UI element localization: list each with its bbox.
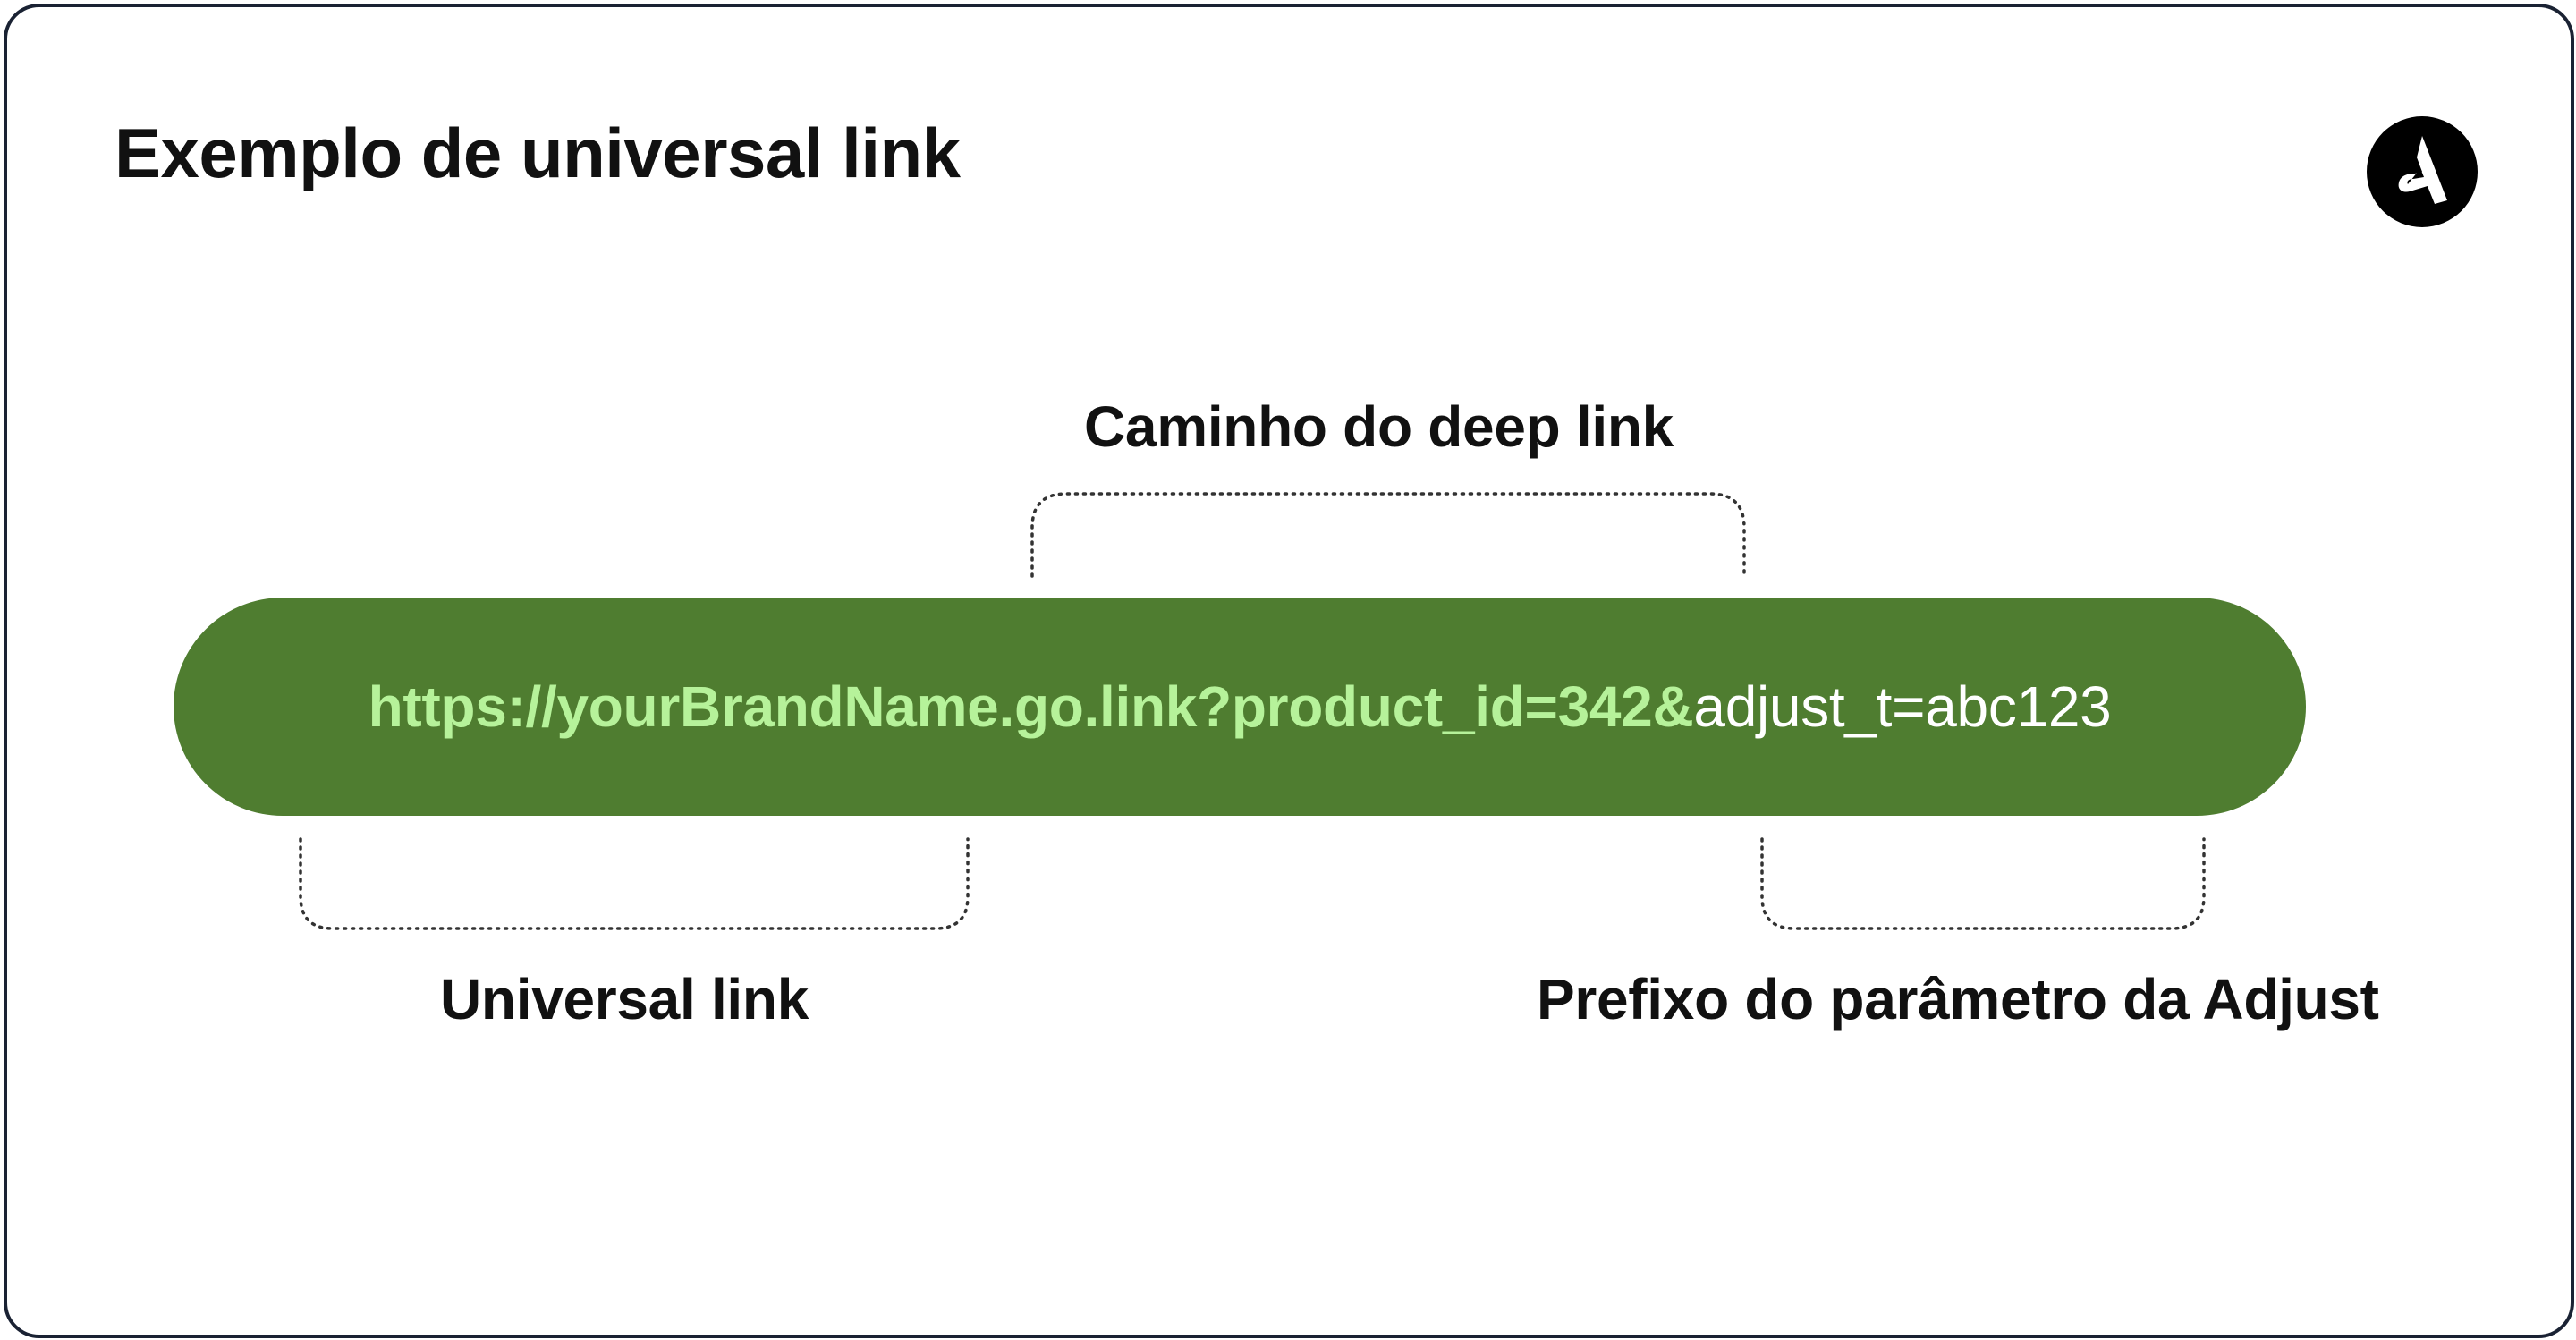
- url-plain-part: adjust_t=abc123: [1693, 674, 2112, 739]
- url-text: https://yourBrandName.go.link?product_id…: [369, 674, 2112, 740]
- label-adjust-param-prefix: Prefixo do parâmetro da Adjust: [1537, 967, 2379, 1031]
- label-deep-link-path: Caminho do deep link: [1084, 394, 1674, 459]
- adjust-logo-icon: [2367, 116, 2478, 227]
- url-pill: https://yourBrandName.go.link?product_id…: [174, 598, 2306, 816]
- diagram-title: Exemplo de universal link: [114, 114, 961, 192]
- url-highlighted-part: https://yourBrandName.go.link?product_id…: [368, 674, 1694, 739]
- label-universal-link: Universal link: [440, 967, 809, 1031]
